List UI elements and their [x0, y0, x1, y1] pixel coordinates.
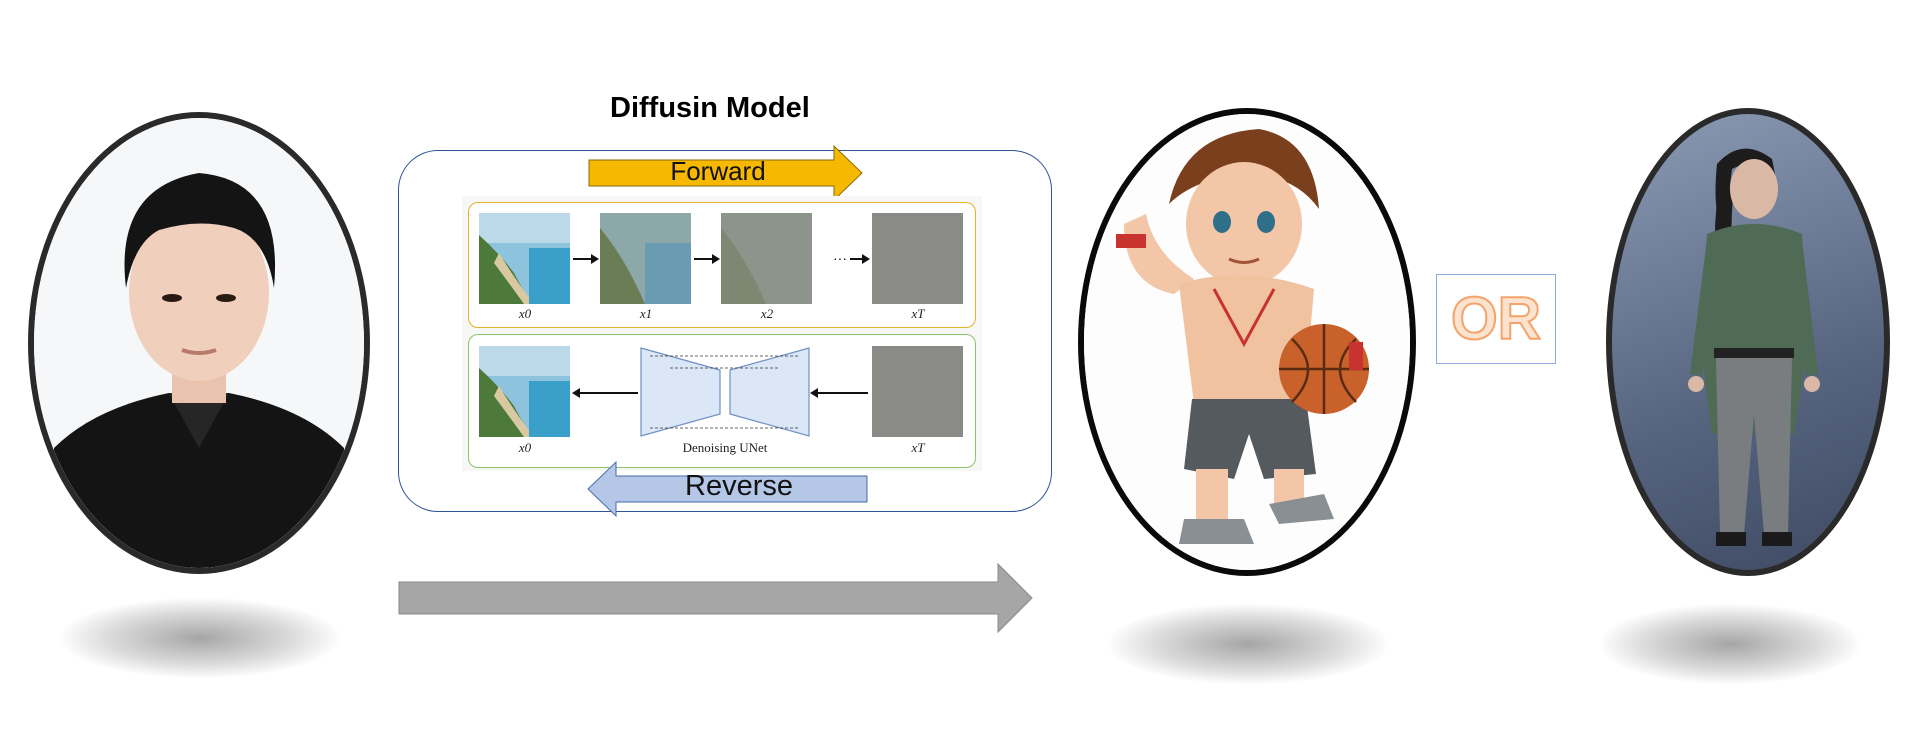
3d-avatar: [1606, 108, 1890, 576]
or-box: [1436, 274, 1556, 364]
unet-label: Denoising UNet: [682, 440, 768, 455]
reverse-label: Reverse: [685, 470, 793, 502]
cartoon-avatar: [1078, 108, 1416, 576]
reverse-step-arrow-2: [810, 388, 868, 398]
forward-arrow: [588, 144, 863, 202]
forward-label: Forward: [670, 156, 766, 186]
cartoon-shadow: [1108, 604, 1388, 684]
or-label: OR: [1450, 284, 1542, 353]
reconstructed-image-thumbnail: [479, 346, 570, 437]
diffusion-model-box: [398, 150, 1052, 512]
label-xT-reverse: xT: [911, 440, 925, 455]
label-x1: x1: [639, 306, 653, 321]
person-illustration: [34, 118, 364, 568]
pure-noise-thumbnail: [872, 213, 963, 304]
photo-shadow: [60, 598, 340, 678]
standing-person-illustration: [1688, 148, 1820, 546]
diagram-title: Diffusin Model: [610, 92, 810, 124]
noisy-image-2-thumbnail: [721, 213, 812, 304]
unet-icon: [640, 347, 810, 437]
forward-step-arrow-2: [694, 254, 720, 264]
reverse-arrow: [587, 460, 868, 518]
forward-step-arrow-1: [573, 254, 599, 264]
label-x2: x2: [760, 306, 774, 321]
label-xT: xT: [911, 306, 925, 321]
noisy-image-1-thumbnail: [600, 213, 691, 304]
label-x0: x0: [518, 306, 532, 321]
noise-input-thumbnail: [872, 346, 963, 437]
portrait-photo: [28, 112, 370, 574]
ellipsis: ···: [833, 250, 847, 266]
forward-step-arrow-3: [850, 254, 870, 264]
clean-image-thumbnail: [479, 213, 570, 304]
basketball-player-illustration: [1084, 114, 1410, 570]
avatar-3d-shadow: [1600, 604, 1860, 684]
label-x0-reverse: x0: [518, 440, 532, 455]
reverse-step-arrow-1: [572, 388, 638, 398]
main-process-arrow: [398, 562, 1033, 634]
